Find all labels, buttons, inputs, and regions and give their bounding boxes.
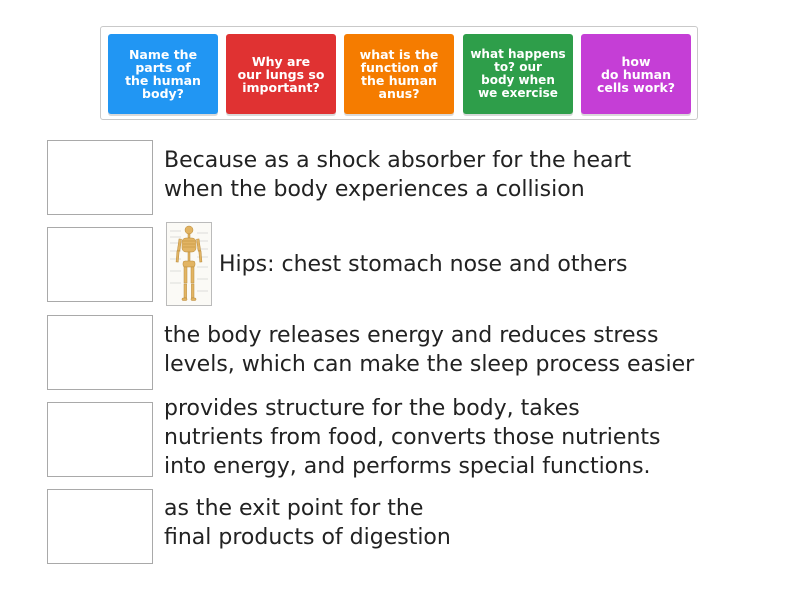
drop-box-3[interactable] [47, 315, 153, 390]
draggable-card-2[interactable]: Why are our lungs so important? [226, 34, 336, 114]
answer-text-5: as the exit point for the final products… [164, 496, 451, 550]
drop-box-1[interactable] [47, 140, 153, 215]
card-tray: Name the parts of the human body? Why ar… [100, 26, 698, 120]
draggable-card-3[interactable]: what is the function of the human anus? [344, 34, 454, 114]
drop-box-4[interactable] [47, 402, 153, 477]
draggable-card-1[interactable]: Name the parts of the human body? [108, 34, 218, 114]
answer-text-2: Hips: chest stomach nose and others [219, 252, 628, 277]
drop-box-5[interactable] [47, 489, 153, 564]
answer-text-3: the body releases energy and reduces str… [164, 323, 695, 377]
drop-box-2[interactable] [47, 227, 153, 302]
answer-text-4: provides structure for the body, takes n… [164, 396, 661, 479]
draggable-card-5[interactable]: how do human cells work? [581, 34, 691, 114]
answer-text-1: Because as a shock absorber for the hear… [164, 148, 632, 202]
skeleton-diagram-icon [166, 222, 212, 306]
draggable-card-4[interactable]: what happens to? our body when we exerci… [463, 34, 573, 114]
